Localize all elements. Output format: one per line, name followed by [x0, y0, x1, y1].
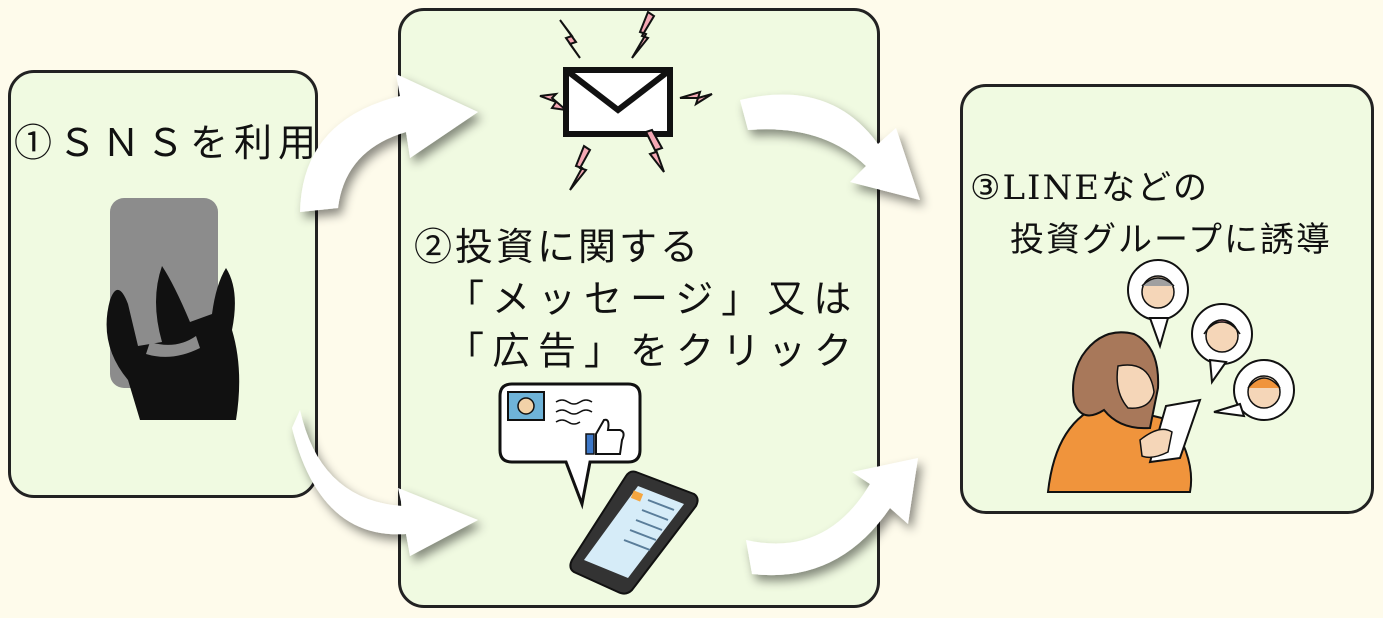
arrow-top-right-icon [740, 94, 920, 200]
lightning-group [539, 10, 713, 191]
step2-label-line3: 「広告」をクリック [446, 329, 861, 373]
lightning-icon [644, 128, 665, 173]
envelope-icon [563, 67, 673, 137]
lightning-icon [679, 90, 713, 107]
step2-label-line2: 「メッセージ」又は [446, 277, 860, 321]
face-bubble-2 [1191, 303, 1253, 385]
speech-bubble-icon [498, 382, 642, 510]
step2-label-line1: ②投資に関する [414, 225, 702, 269]
person-icon [1046, 331, 1202, 493]
lightning-icon [569, 144, 592, 191]
lightning-icon [539, 92, 570, 112]
arrow-bottom-right-icon [746, 458, 918, 576]
face-bubble-3 [1213, 359, 1295, 421]
arrow-down-left-icon [292, 410, 478, 556]
step3-label-line2: 投資グループに誘導 [1010, 220, 1332, 260]
smartphone-icon [569, 470, 699, 595]
step1-label: ①ＳＮＳを利用 [14, 121, 323, 165]
lightning-icon [559, 19, 581, 59]
hand-holding-phone-icon [106, 198, 240, 420]
thumbs-up-icon [585, 418, 625, 455]
lightning-icon [631, 10, 656, 59]
arrow-up-left-icon [300, 74, 478, 212]
step3-label-line1: ③LINEなどの [970, 168, 1210, 208]
face-bubble-1 [1127, 259, 1189, 350]
